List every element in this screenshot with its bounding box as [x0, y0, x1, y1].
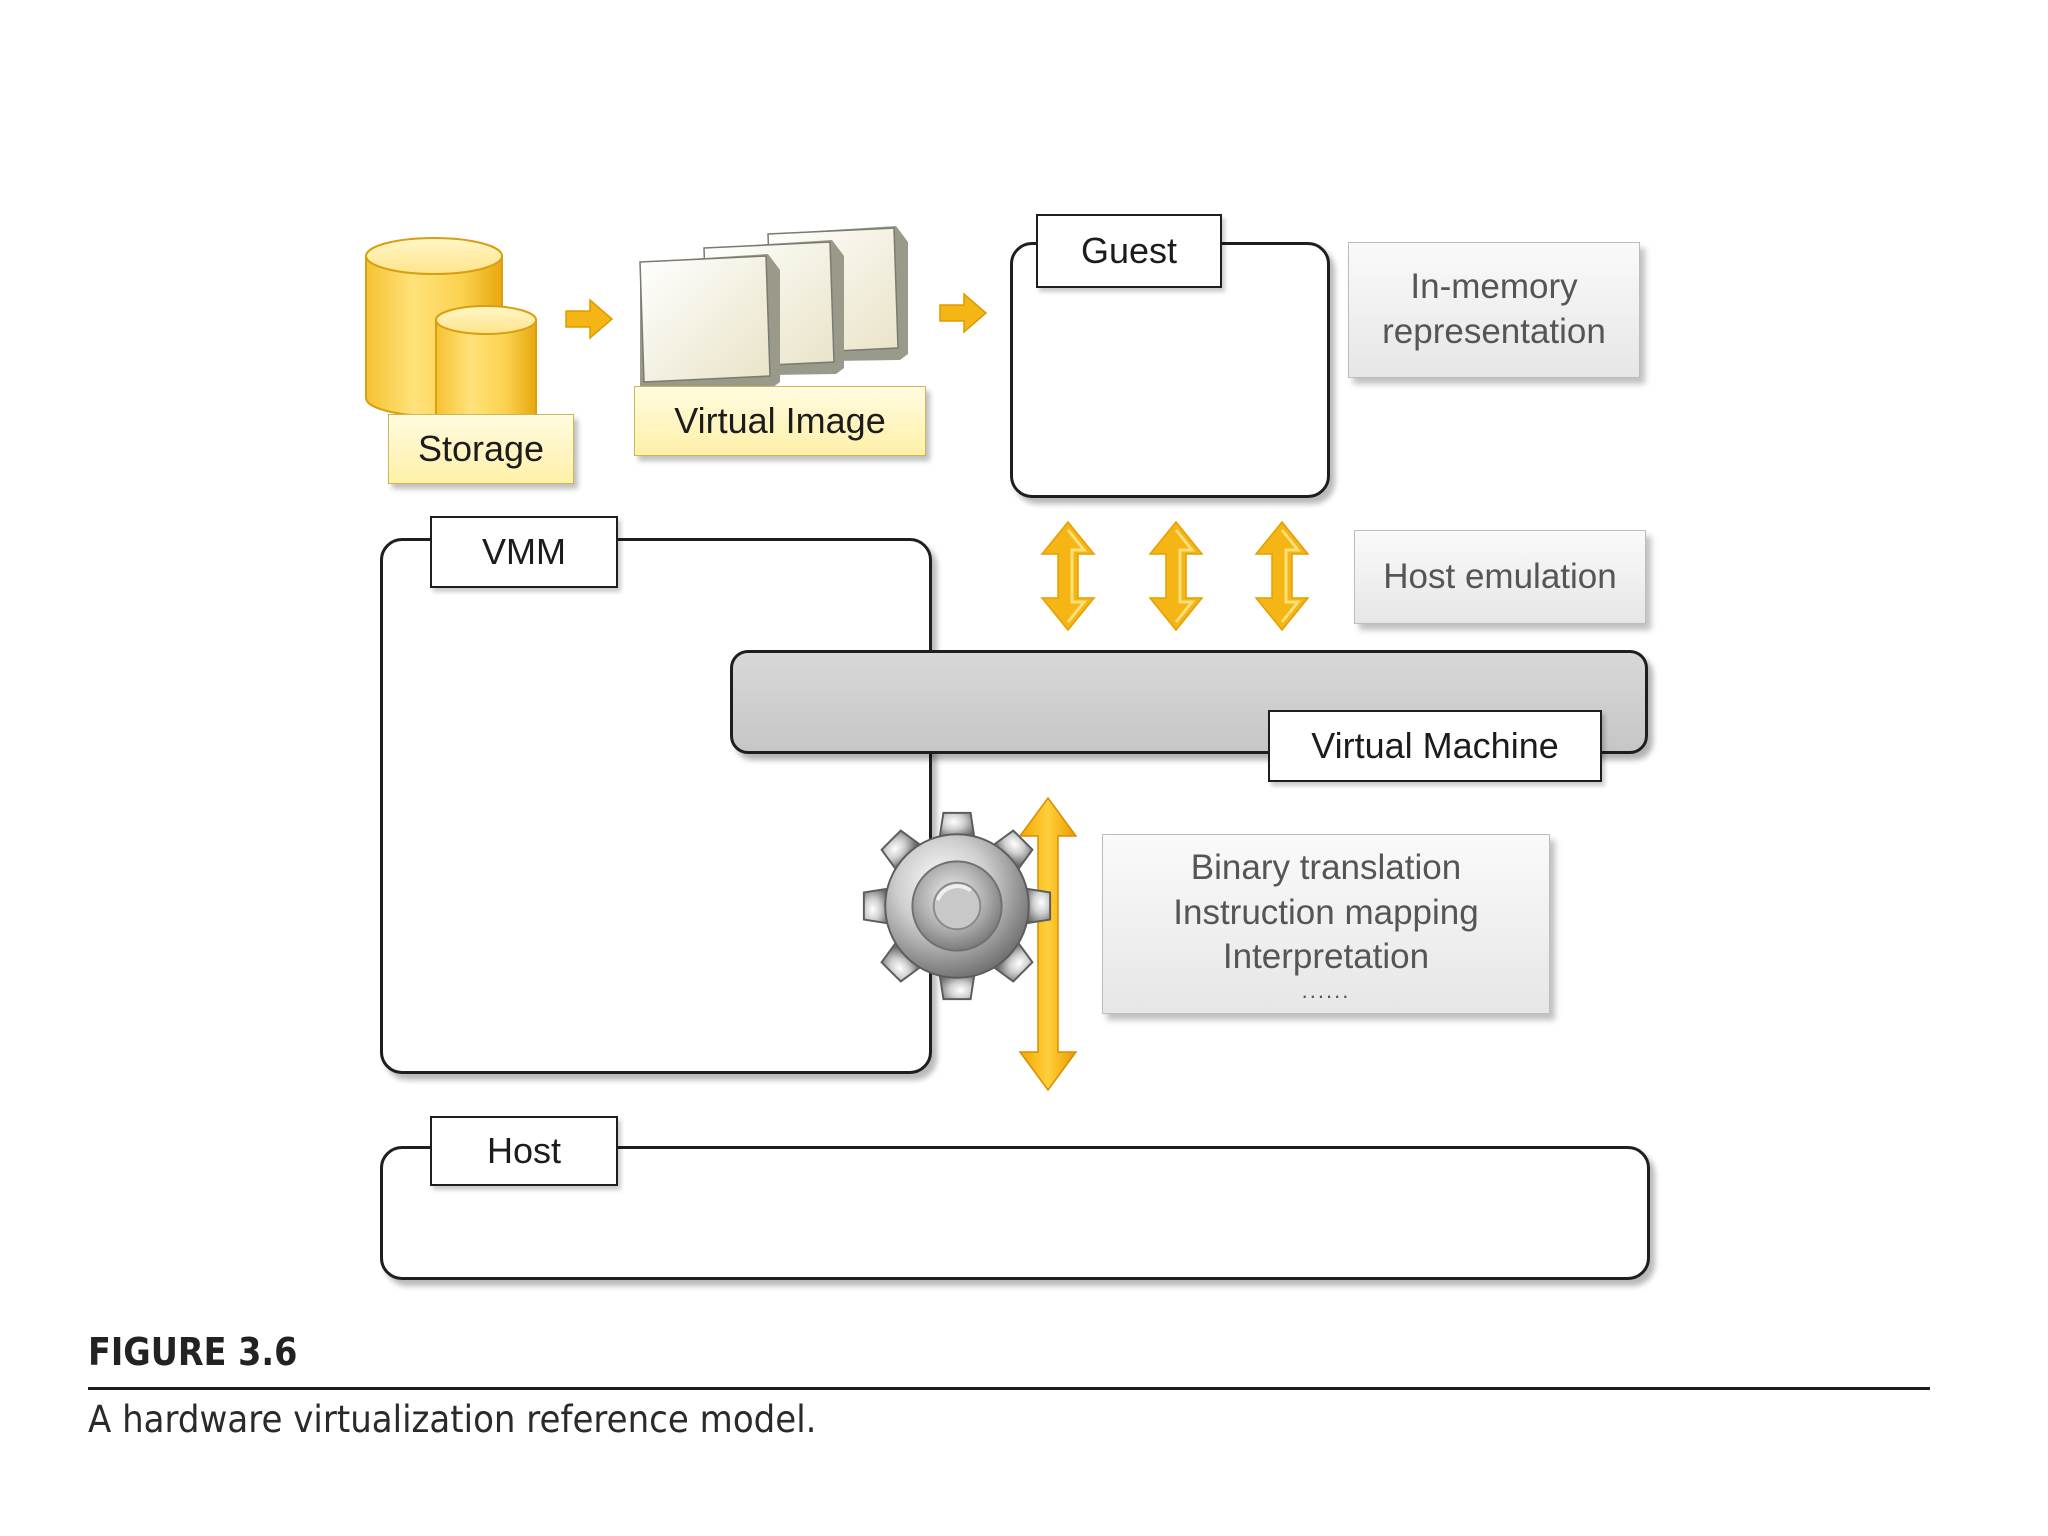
double-arrow-vertical-icon: [1018, 796, 1078, 1092]
in-memory-line: In-memory: [1410, 267, 1578, 307]
host-emulation-callout: Host emulation: [1354, 530, 1646, 624]
technique-ellipsis: ......: [1301, 978, 1351, 1004]
arrow-right-icon: [565, 298, 614, 340]
vmm-frame: [380, 538, 932, 1074]
double-arrow-vertical-icon: [1148, 520, 1204, 632]
virtual-image-label: Virtual Image: [634, 386, 926, 456]
figure-caption: A hardware virtualization reference mode…: [88, 1398, 817, 1441]
host-emulation-label: Host emulation: [1383, 556, 1617, 596]
guest-tab: Guest: [1036, 214, 1222, 288]
technique-item: Binary translation: [1190, 847, 1462, 887]
host-tab: Host: [430, 1116, 618, 1186]
double-arrow-vertical-icon: [1254, 520, 1310, 632]
virtual-image-stack-icon: [639, 226, 908, 390]
figure-label: FIGURE 3.6: [88, 1330, 298, 1374]
vmm-tab: VMM: [430, 516, 618, 588]
virtual-machine-tab: Virtual Machine: [1268, 710, 1602, 782]
double-arrow-vertical-icon: [1040, 520, 1096, 632]
technique-item: Interpretation: [1222, 937, 1430, 977]
storage-cylinders-icon: [365, 237, 537, 439]
arrow-right-icon: [939, 292, 988, 334]
gear-icon: [862, 811, 1052, 1001]
translation-techniques-callout: Binary translation Instruction mapping I…: [1102, 834, 1550, 1014]
caption-divider: [88, 1387, 1930, 1390]
in-memory-line: representation: [1382, 312, 1606, 351]
technique-item: Instruction mapping: [1173, 892, 1479, 932]
in-memory-representation-callout: In-memory representation: [1348, 242, 1640, 378]
storage-label: Storage: [388, 414, 574, 484]
